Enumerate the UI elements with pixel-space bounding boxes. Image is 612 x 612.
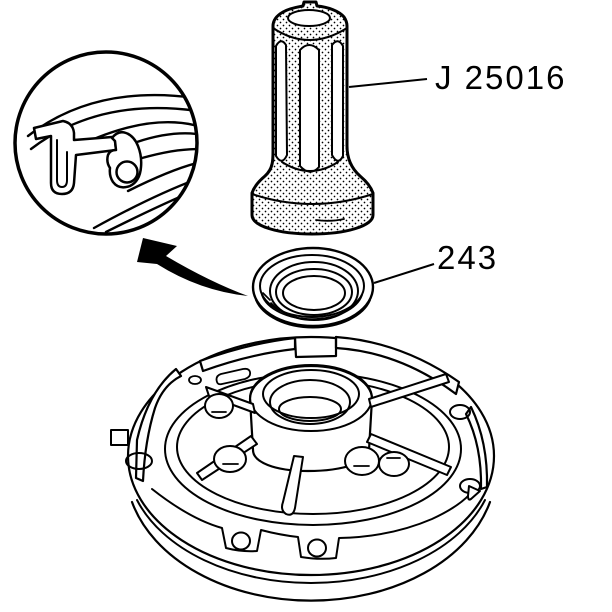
- cover-edge-tab: [110, 429, 129, 446]
- seal-hatch-marks: [262, 292, 280, 312]
- cover-hole-upper-left: [188, 375, 202, 385]
- cover-slot: [215, 367, 252, 386]
- callout-band-6: [126, 161, 196, 193]
- cover-rib-front: [281, 455, 304, 516]
- seal-243: [251, 246, 375, 329]
- cover-flange-hole-right: [449, 404, 471, 420]
- cover-flange-hole-left: [125, 452, 153, 470]
- seal-label: 243: [437, 239, 498, 276]
- cover-rim-edge-bottom: [130, 500, 492, 602]
- tool-label: J 25016: [435, 59, 566, 96]
- callout-garter-spring: [115, 160, 139, 184]
- seal-cone-2: [275, 268, 353, 316]
- seal-outer-bottom-edge: [255, 299, 371, 329]
- tool-flute-left: [275, 40, 288, 162]
- cover-bore-outer: [262, 369, 360, 419]
- cover-rib-upper-right: [368, 373, 450, 408]
- tool-flute-center: [299, 44, 320, 173]
- tool-flare-arc: [281, 161, 339, 172]
- tool-base-top-arc: [251, 193, 374, 205]
- seal-leader-line: [373, 263, 435, 284]
- cover-cast-arrow-mark: [467, 485, 481, 501]
- cover-crescent-right: [464, 405, 489, 491]
- cover-castellation-band: [151, 488, 471, 560]
- tool-leader-line: [348, 78, 428, 88]
- callout-seal-groove: [56, 139, 68, 188]
- cover-back-wall-right: [334, 335, 461, 396]
- cover-boss-4: [378, 451, 410, 477]
- cover-back-wall-notch: [293, 335, 338, 359]
- curved-arrow: [137, 238, 248, 296]
- seal-installer-tool: [250, 0, 375, 236]
- tool-flute-right: [331, 40, 344, 162]
- cover-bore-floor: [278, 396, 342, 422]
- cover-bore-mid: [269, 379, 351, 425]
- callout-band-4: [135, 132, 196, 144]
- detail-callout: [13, 50, 199, 236]
- callout-band-5: [140, 147, 196, 160]
- cover-boss-3: [344, 446, 380, 476]
- seal-bore: [282, 275, 346, 311]
- cover-boss-1: [204, 393, 234, 419]
- pump-cover: [110, 335, 496, 602]
- cover-notch-hole-right: [307, 538, 327, 558]
- cover-notch-hole-left: [231, 531, 251, 551]
- cover-rib-lower-right: [366, 433, 452, 476]
- seal-rim-inner: [259, 254, 365, 318]
- tool-top-recess: [287, 9, 331, 27]
- tool-cap-edge: [272, 27, 348, 41]
- cover-boss-2: [213, 445, 247, 473]
- callout-seal-case: [32, 119, 118, 196]
- seal-cone-1: [269, 261, 359, 321]
- cover-boss-creases: [211, 411, 401, 467]
- tool-base-front-line: [315, 218, 345, 222]
- cover-rim-edge-mid: [136, 499, 486, 584]
